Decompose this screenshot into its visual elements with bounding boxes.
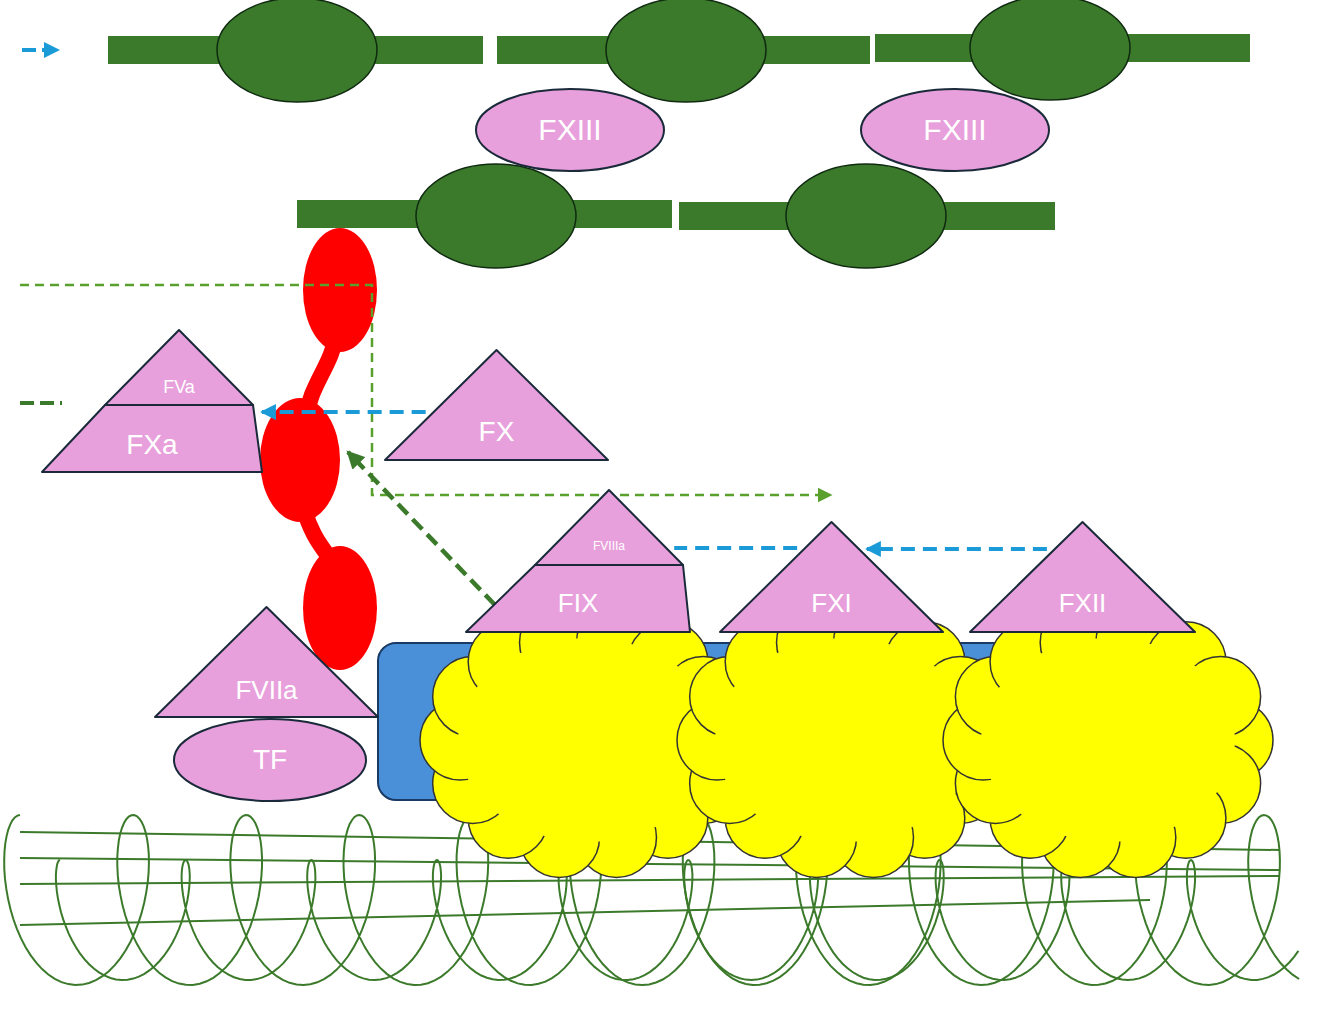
factor-triangle: FXa (42, 405, 262, 472)
feedback-line (20, 401, 62, 405)
factor-triangle: FVa (105, 330, 253, 405)
factor-triangle: FX (385, 350, 608, 460)
activation-arrow (674, 546, 797, 550)
factor-triangle: FIX (466, 565, 690, 632)
factor-ellipse: FXIII (475, 88, 665, 172)
cell-clouds (420, 603, 1273, 878)
cell-cloud (943, 603, 1273, 878)
factor-label: FXI (811, 590, 851, 616)
factor-ellipse: FXIII (860, 88, 1050, 172)
factor-triangle: FXI (720, 522, 943, 632)
factor-label: FXIII (923, 115, 986, 145)
factor-label: FXII (1059, 590, 1107, 616)
factor-label: FXIII (538, 115, 601, 145)
factor-label: FVIIa (235, 677, 297, 703)
factor-triangle: FXII (970, 522, 1195, 632)
factor-label: FX (479, 418, 515, 446)
factor-label: FXa (126, 431, 177, 459)
platelet-chain (260, 228, 377, 670)
factor-triangle: FVIIIa (535, 490, 683, 565)
factor-label: FVa (163, 378, 195, 396)
fibrin-strands (108, 0, 1250, 268)
factor-ellipse: TF (173, 718, 367, 802)
cell-cloud (420, 603, 756, 878)
factor-label: TF (253, 746, 287, 774)
node-shape (535, 490, 683, 565)
activation-arrow (348, 452, 495, 605)
factor-label: FVIIIa (593, 540, 625, 552)
factor-triangle: FVIIa (155, 607, 378, 717)
activation-arrow (262, 410, 426, 414)
activation-arrow (22, 48, 58, 52)
activation-arrow (867, 547, 1047, 551)
feedback-line (20, 285, 830, 495)
factor-label: FIX (558, 590, 598, 616)
